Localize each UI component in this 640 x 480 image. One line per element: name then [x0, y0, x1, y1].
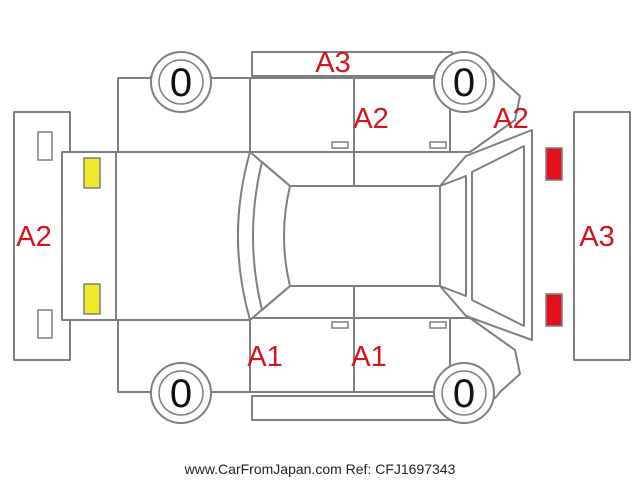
damage-code-rear-bumper: A2: [16, 221, 51, 253]
damage-code-roof-top-side: A3: [315, 47, 350, 79]
car-body-top-view: [61, 129, 533, 341]
cabin-roof: [237, 129, 533, 341]
wheel-rear-left: 0: [150, 51, 212, 113]
front-lamp-top: [545, 147, 563, 181]
wheel-front-right: 0: [433, 362, 495, 424]
reference-footer: www.CarFromJapan.com Ref: CFJ1697343: [184, 461, 456, 477]
damage-code-left-rear-door: A2: [353, 103, 388, 135]
rear-lamp-bottom: [83, 283, 101, 315]
damage-code-left-front-fender: A2: [493, 103, 528, 135]
wheel-front-right-label: 0: [453, 372, 475, 416]
rear-bumper-slot-bottom: [37, 309, 53, 339]
wheel-front-left: 0: [433, 51, 495, 113]
wheel-front-left-label: 0: [453, 61, 475, 105]
damage-code-front-bumper: A3: [579, 221, 614, 253]
roof-side-top: [251, 51, 453, 77]
windshield: [439, 175, 467, 297]
rear-window: [252, 161, 291, 311]
wheel-rear-right-label: 0: [170, 372, 192, 416]
rear-lamp-top: [83, 157, 101, 189]
rear-bumper: [13, 111, 71, 361]
hood: [471, 145, 525, 327]
rear-bumper-slot-top: [37, 131, 53, 161]
front-bumper: [573, 111, 631, 361]
roof-side-bottom: [251, 395, 453, 421]
front-lamp-bottom: [545, 293, 563, 327]
wheel-rear-left-label: 0: [170, 61, 192, 105]
rear-deck: [115, 151, 251, 321]
wheel-rear-right: 0: [150, 362, 212, 424]
damage-code-right-rear-door: A1: [247, 341, 282, 373]
damage-code-right-front-door: A1: [351, 341, 386, 373]
